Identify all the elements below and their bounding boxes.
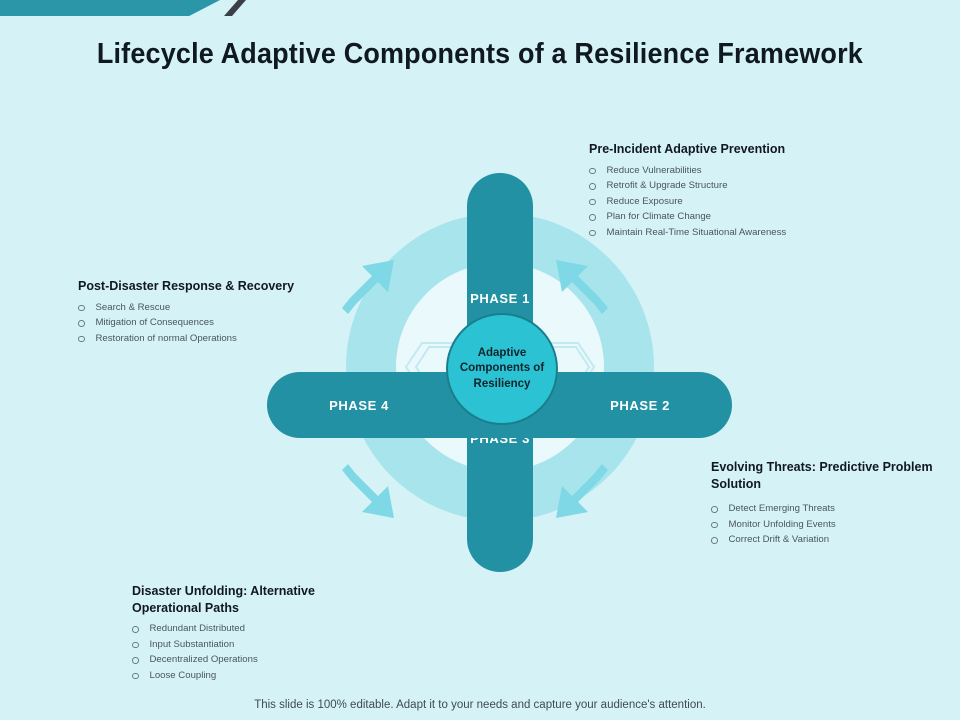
list-item: Loose Coupling [132,669,382,683]
callout-evolving-threats-predictive-problem-solution: Evolving Threats: Predictive Problem Sol… [711,459,941,549]
arrow-phase4-to-phase1-icon [342,260,394,314]
bullet-icon [78,335,85,343]
bullet-icon [711,506,718,513]
list-item-label: Maintain Real-Time Situational Awareness [606,226,787,238]
list-item-label: Search & Rescue [95,301,171,313]
bullet-icon [589,214,596,221]
callout-list: Detect Emerging Threats Monitor Unfoldin… [711,502,941,547]
list-item: Reduce Exposure [589,195,889,209]
list-item: Redundant Distributed [132,622,382,636]
bullet-icon [711,537,718,544]
arrow-phase3-to-phase4-icon [342,464,394,518]
list-item: Restoration of normal Operations [78,332,318,346]
list-item-label: Restoration of normal Operations [95,332,237,344]
list-item-label: Detect Emerging Threats [728,503,835,514]
phase-2-label: PHASE 2 [610,397,670,413]
page-title-text: Lifecycle Adaptive Components of a Resil… [96,37,864,70]
bullet-icon [589,167,596,174]
callout-disaster-unfolding-alternative-operational-paths: Disaster Unfolding: Alternative Operatio… [132,583,382,684]
list-item: Search & Rescue [78,301,318,315]
list-item: Correct Drift & Variation [711,533,941,547]
list-item-label: Decentralized Operations [149,654,258,666]
list-item-label: Reduce Vulnerabilities [606,164,702,176]
slide-footer: This slide is 100% editable. Adapt it to… [0,690,960,720]
callout-heading: Evolving Threats: Predictive Problem Sol… [711,460,933,491]
arrow-phase1-to-phase2-icon [556,260,608,314]
callout-post-disaster-response-recovery: Post-Disaster Response & Recovery Search… [78,278,318,347]
arrow-phase2-to-phase3-icon [556,464,608,518]
list-item-label: Input Substantiation [149,638,235,650]
accent-bar-decoration [0,0,220,16]
resilience-cycle-diagram: PHASE 1 PHASE 3 PHASE 2 PHASE 4 Adaptive… [250,160,750,630]
list-item-label: Plan for Climate Change [606,211,712,223]
callout-list: Search & Rescue Mitigation of Consequenc… [78,301,318,346]
bullet-icon [711,521,718,529]
bullet-icon [78,304,85,311]
list-item: Plan for Climate Change [589,210,889,224]
list-item: Monitor Unfolding Events [711,518,941,532]
list-item: Detect Emerging Threats [711,502,941,516]
phase-1-label: PHASE 1 [470,290,530,306]
page-title: Lifecycle Adaptive Components of a Resil… [0,30,960,78]
slide-footer-text: This slide is 100% editable. Adapt it to… [254,699,706,711]
list-item: Maintain Real-Time Situational Awareness [589,226,889,240]
callout-pre-incident-adaptive-prevention: Pre-Incident Adaptive Prevention Reduce … [589,141,889,242]
list-item-label: Reduce Exposure [606,195,683,207]
bullet-icon [132,657,139,664]
list-item-label: Mitigation of Consequences [95,317,214,329]
list-item-label: Correct Drift & Variation [728,534,830,546]
callout-heading: Post-Disaster Response & Recovery [78,279,295,293]
list-item: Reduce Vulnerabilities [589,164,889,178]
bullet-icon [589,198,596,206]
bullet-icon [132,641,139,649]
list-item-label: Monitor Unfolding Events [728,518,836,530]
bullet-icon [589,183,596,190]
list-item: Mitigation of Consequences [78,316,318,330]
list-item: Decentralized Operations [132,653,382,667]
bullet-icon [132,626,139,633]
callout-heading: Disaster Unfolding: Alternative Operatio… [132,584,315,615]
centre-node-label: Adaptive Components of Resiliency [459,347,545,390]
slash-decoration-icon [224,0,246,16]
callout-heading: Pre-Incident Adaptive Prevention [589,142,786,156]
list-item: Input Substantiation [132,638,382,652]
bullet-icon [132,672,139,680]
list-item-label: Redundant Distributed [149,623,245,634]
bullet-icon [589,229,596,237]
list-item-label: Loose Coupling [149,669,217,681]
list-item: Retrofit & Upgrade Structure [589,179,889,193]
callout-list: Reduce Vulnerabilities Retrofit & Upgrad… [589,164,889,240]
bullet-icon [78,320,85,327]
list-item-label: Retrofit & Upgrade Structure [606,180,728,192]
callout-list: Redundant Distributed Input Substantiati… [132,622,382,682]
phase-4-label: PHASE 4 [329,397,389,413]
centre-node[interactable]: Adaptive Components of Resiliency [446,313,558,425]
